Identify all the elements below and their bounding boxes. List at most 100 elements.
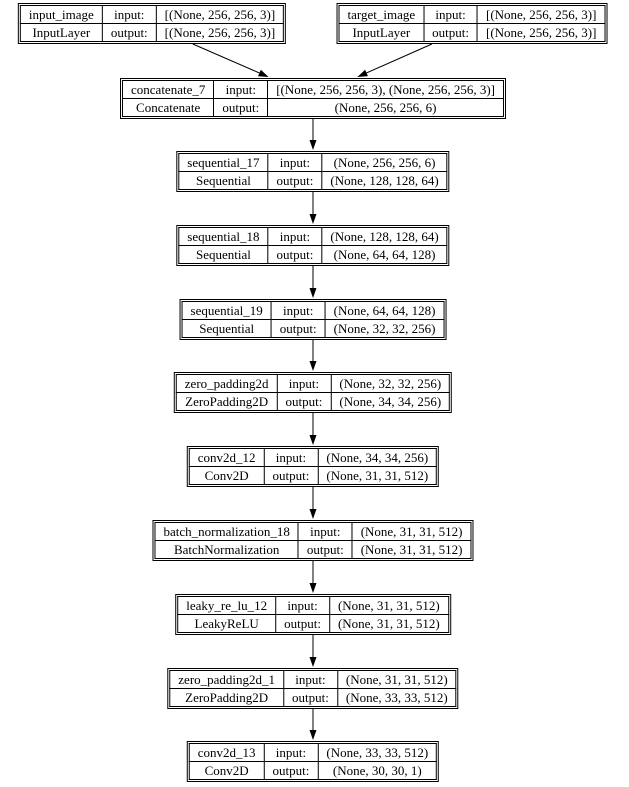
- layer-type: Sequential: [181, 319, 272, 338]
- output-label: output:: [297, 540, 353, 559]
- layer-name: conv2d_13: [188, 743, 265, 762]
- output-label: output:: [101, 23, 157, 42]
- output-shape: [(None, 256, 256, 3)]: [155, 23, 285, 42]
- layer-name: target_image: [338, 5, 425, 24]
- input-label: input:: [283, 670, 338, 689]
- layer-type: Concatenate: [122, 98, 215, 117]
- layer-name: concatenate_7: [122, 80, 215, 99]
- output-shape: (None, 34, 34, 256): [330, 392, 451, 411]
- output-label: output:: [275, 614, 330, 633]
- input-label: input:: [267, 227, 323, 246]
- output-shape: (None, 256, 256, 6): [267, 98, 504, 117]
- layer-table: batch_normalization_18 input: (None, 31,…: [154, 522, 472, 559]
- edge-arrowhead: [309, 583, 317, 593]
- edge-arrowhead: [309, 657, 317, 667]
- input-label: input:: [275, 596, 330, 615]
- input-shape: [(None, 256, 256, 3)]: [155, 5, 285, 24]
- layer-type: Conv2D: [188, 761, 265, 780]
- layer-type: Sequential: [178, 245, 269, 264]
- layer-type: Conv2D: [188, 466, 265, 485]
- layer-name: sequential_18: [178, 227, 269, 246]
- edge-arrowhead: [309, 509, 317, 519]
- output-label: output:: [213, 98, 269, 117]
- layer-node-sequential-17: sequential_17 input: (None, 256, 256, 6)…: [176, 151, 450, 192]
- layer-table: sequential_17 input: (None, 256, 256, 6)…: [178, 153, 448, 190]
- layer-name: input_image: [19, 5, 103, 24]
- input-label: input:: [267, 153, 323, 172]
- layer-node-sequential-18: sequential_18 input: (None, 128, 128, 64…: [176, 225, 450, 266]
- layer-node-zero-padding2d-1: zero_padding2d_1 input: (None, 31, 31, 5…: [167, 668, 459, 709]
- output-shape: (None, 33, 33, 512): [336, 688, 457, 707]
- input-shape: (None, 128, 128, 64): [321, 227, 448, 246]
- layer-type: LeakyReLU: [177, 614, 277, 633]
- edge-line: [192, 43, 260, 74]
- output-shape: (None, 64, 64, 128): [321, 245, 448, 264]
- layer-type: BatchNormalization: [154, 540, 299, 559]
- output-shape: (None, 32, 32, 256): [324, 319, 445, 338]
- edge-arrowhead: [309, 730, 317, 740]
- input-shape: (None, 31, 31, 512): [336, 670, 457, 689]
- input-label: input:: [213, 80, 269, 99]
- layer-name: batch_normalization_18: [154, 522, 299, 541]
- edge-arrowhead: [258, 69, 269, 77]
- layer-type: ZeroPadding2D: [169, 688, 285, 707]
- layer-table: leaky_re_lu_12 input: (None, 31, 31, 512…: [177, 596, 449, 633]
- layer-table: conv2d_13 input: (None, 33, 33, 512) Con…: [188, 743, 438, 780]
- input-shape: (None, 33, 33, 512): [317, 743, 438, 762]
- input-shape: [(None, 256, 256, 3), (None, 256, 256, 3…: [267, 80, 504, 99]
- layer-name: zero_padding2d_1: [169, 670, 285, 689]
- input-shape: (None, 34, 34, 256): [317, 448, 438, 467]
- output-shape: (None, 31, 31, 512): [328, 614, 449, 633]
- output-shape: [(None, 256, 256, 3)]: [476, 23, 606, 42]
- layer-name: sequential_17: [178, 153, 269, 172]
- layer-node-conv2d-12: conv2d_12 input: (None, 34, 34, 256) Con…: [186, 446, 440, 487]
- layer-table: target_image input: [(None, 256, 256, 3)…: [338, 5, 606, 42]
- output-label: output:: [283, 688, 338, 707]
- layer-type: InputLayer: [338, 23, 425, 42]
- layer-name: leaky_re_lu_12: [177, 596, 277, 615]
- input-label: input:: [263, 743, 319, 762]
- output-label: output:: [270, 319, 326, 338]
- output-label: output:: [263, 761, 319, 780]
- edge-arrowhead: [309, 288, 317, 298]
- output-label: output:: [423, 23, 478, 42]
- layer-node-conv2d-13: conv2d_13 input: (None, 33, 33, 512) Con…: [186, 741, 440, 782]
- layer-table: zero_padding2d_1 input: (None, 31, 31, 5…: [169, 670, 457, 707]
- edge-arrowhead: [357, 69, 368, 77]
- edge-line: [366, 43, 433, 74]
- layer-type: InputLayer: [19, 23, 103, 42]
- layer-table: sequential_19 input: (None, 64, 64, 128)…: [181, 301, 445, 338]
- layer-name: conv2d_12: [188, 448, 265, 467]
- output-shape: (None, 128, 128, 64): [321, 171, 448, 190]
- layer-node-sequential-19: sequential_19 input: (None, 64, 64, 128)…: [179, 299, 447, 340]
- edge-arrowhead: [309, 435, 317, 445]
- input-shape: [(None, 256, 256, 3)]: [476, 5, 606, 24]
- layer-node-leaky-relu: leaky_re_lu_12 input: (None, 31, 31, 512…: [175, 594, 451, 635]
- input-shape: (None, 31, 31, 512): [328, 596, 449, 615]
- layer-name: zero_padding2d: [175, 374, 278, 393]
- edge-arrowhead: [309, 140, 317, 150]
- input-label: input:: [101, 5, 157, 24]
- layer-node-input-image: input_image input: [(None, 256, 256, 3)]…: [17, 3, 287, 44]
- layer-table: input_image input: [(None, 256, 256, 3)]…: [19, 5, 285, 42]
- edge-arrowhead: [309, 214, 317, 224]
- input-label: input:: [270, 301, 326, 320]
- input-shape: (None, 256, 256, 6): [321, 153, 448, 172]
- input-label: input:: [297, 522, 353, 541]
- layer-table: concatenate_7 input: [(None, 256, 256, 3…: [122, 80, 504, 117]
- layer-node-target-image: target_image input: [(None, 256, 256, 3)…: [336, 3, 608, 44]
- input-label: input:: [263, 448, 319, 467]
- input-shape: (None, 31, 31, 512): [351, 522, 472, 541]
- input-label: input:: [423, 5, 478, 24]
- output-label: output:: [267, 245, 323, 264]
- output-shape: (None, 30, 30, 1): [317, 761, 438, 780]
- layer-table: zero_padding2d input: (None, 32, 32, 256…: [175, 374, 451, 411]
- layer-node-zero-padding2d: zero_padding2d input: (None, 32, 32, 256…: [173, 372, 453, 413]
- output-shape: (None, 31, 31, 512): [351, 540, 472, 559]
- layer-name: sequential_19: [181, 301, 272, 320]
- output-shape: (None, 31, 31, 512): [317, 466, 438, 485]
- output-label: output:: [267, 171, 323, 190]
- output-label: output:: [276, 392, 332, 411]
- layer-table: conv2d_12 input: (None, 34, 34, 256) Con…: [188, 448, 438, 485]
- layer-type: ZeroPadding2D: [175, 392, 278, 411]
